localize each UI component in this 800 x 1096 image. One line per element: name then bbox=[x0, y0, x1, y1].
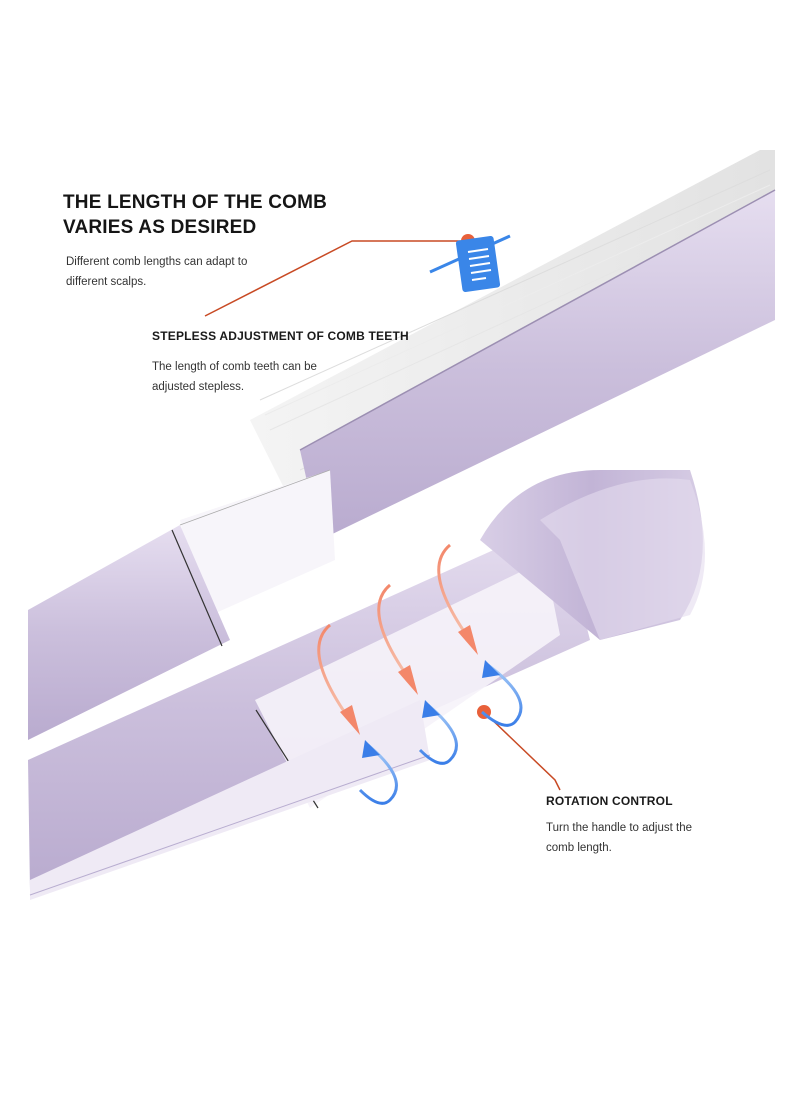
desc-line-1: The length of comb teeth can be bbox=[152, 361, 317, 373]
rotate-arrow-icon bbox=[317, 543, 523, 805]
comb-back-upper bbox=[300, 190, 775, 540]
comb-bar-lower bbox=[30, 700, 430, 900]
feature-stepless-title: STEPLESS ADJUSTMENT OF COMB TEETH bbox=[152, 329, 409, 343]
desc-line-2: comb length. bbox=[546, 842, 612, 854]
desc-line-1: Turn the handle to adjust the bbox=[546, 822, 692, 834]
feature-comb-length-title: THE LENGTH OF THE COMB VARIES AS DESIRED bbox=[63, 190, 327, 240]
desc-line-2: adjusted stepless. bbox=[152, 381, 245, 393]
feature-stepless-desc: The length of comb teeth can be adjusted… bbox=[152, 357, 372, 397]
feature-rotation-title: ROTATION CONTROL bbox=[546, 794, 673, 808]
desc-line-2: different scalps. bbox=[66, 276, 147, 288]
title-line-1: THE LENGTH OF THE COMB bbox=[63, 192, 328, 213]
feature-rotation-desc: Turn the handle to adjust the comb lengt… bbox=[546, 818, 746, 858]
handle-upper bbox=[28, 525, 230, 740]
title-line-2: VARIES AS DESIRED bbox=[63, 217, 257, 238]
comb-neck-upper bbox=[180, 470, 335, 620]
feature-comb-length-desc: Different comb lengths can adapt to diff… bbox=[66, 252, 296, 292]
desc-line-1: Different comb lengths can adapt to bbox=[66, 256, 248, 268]
comb-scale-icon bbox=[429, 234, 511, 293]
